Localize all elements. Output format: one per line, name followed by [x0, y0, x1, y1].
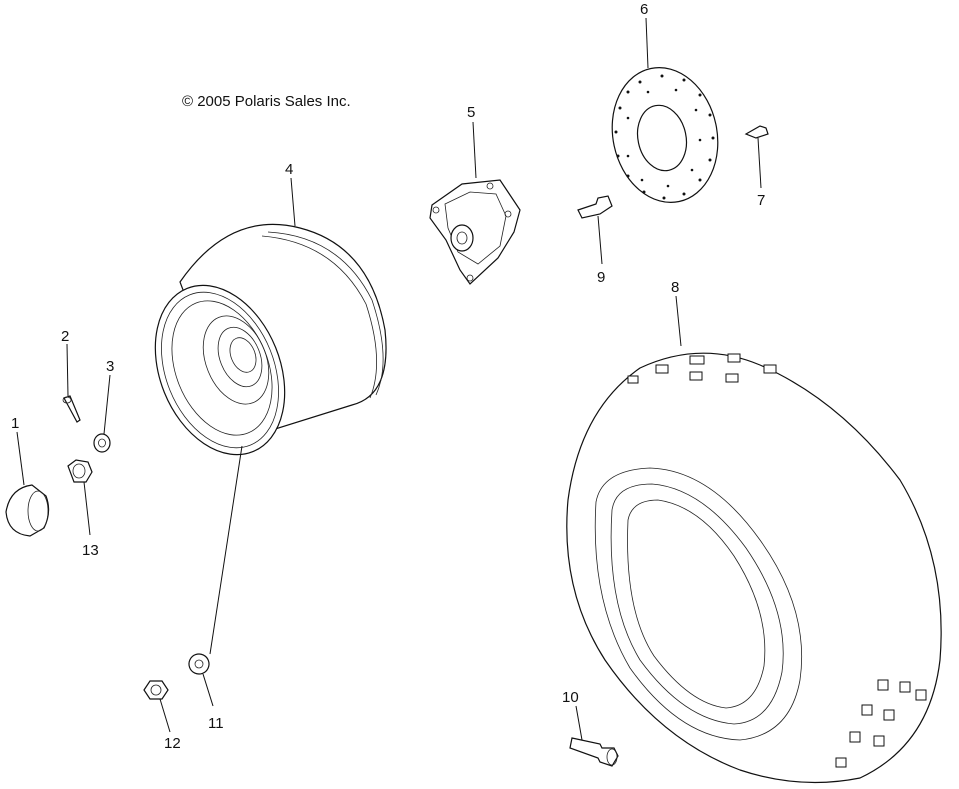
callout-2: 2	[61, 328, 69, 345]
brake-disc-icon	[611, 17, 719, 203]
callout-5: 5	[467, 104, 475, 121]
callout-9: 9	[597, 269, 605, 286]
callout-3: 3	[106, 358, 114, 375]
washer-icon	[188, 653, 214, 707]
bolt-icon	[577, 195, 613, 265]
callout-7: 7	[757, 192, 765, 209]
wheel-hub-icon	[429, 121, 521, 285]
hub-cap-icon	[5, 431, 50, 537]
callout-8: 8	[671, 279, 679, 296]
callout-12: 12	[164, 735, 181, 752]
callout-1: 1	[11, 415, 19, 432]
castle-nut-icon	[67, 459, 93, 536]
callout-4: 4	[285, 161, 293, 178]
lug-nut-icon	[143, 680, 171, 733]
callout-6: 6	[640, 1, 648, 18]
cotter-pin-icon	[62, 343, 81, 423]
washer-icon	[93, 374, 111, 453]
leader-11	[209, 445, 243, 655]
bolt-icon	[744, 125, 769, 189]
callout-11: 11	[208, 715, 224, 732]
tire-icon	[566, 295, 942, 784]
wheel-rim-icon	[154, 177, 387, 456]
valve-stem-icon	[569, 705, 619, 767]
callout-10: 10	[562, 689, 579, 706]
callout-13: 13	[82, 542, 99, 559]
copyright-text: © 2005 Polaris Sales Inc.	[182, 93, 351, 110]
